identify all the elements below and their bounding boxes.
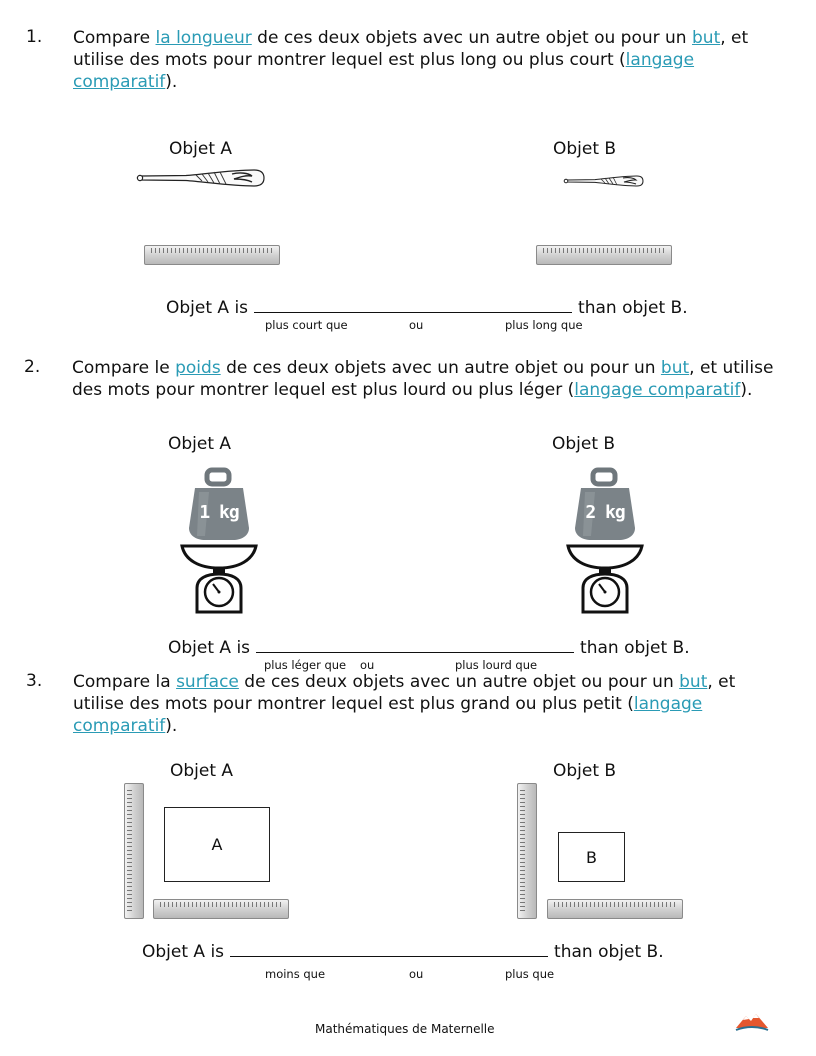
term-link-but-3[interactable]: but	[679, 672, 708, 692]
ruler-b	[536, 245, 672, 265]
weight-a-label: 1 kg	[199, 502, 239, 523]
term-link-comparatif[interactable]: comparatif	[73, 72, 166, 92]
term-link-langage-comparatif[interactable]: langage comparatif	[574, 380, 741, 400]
object-a-label: Objet A	[169, 139, 233, 159]
shape-a: A	[164, 807, 270, 882]
answer-blank-3[interactable]	[230, 940, 549, 957]
hint-or-3: ou	[409, 967, 424, 981]
term-link-langage[interactable]: langage	[625, 50, 695, 70]
hint-or-1: ou	[409, 318, 424, 332]
hint-option-3b: plus que	[505, 967, 555, 981]
object-a-label-2: Objet A	[168, 434, 232, 454]
term-link-comparatif-3[interactable]: comparatif	[73, 716, 166, 736]
question-2-text: Compare le poids de ces deux objets avec…	[72, 358, 774, 400]
question-1-text: Compare la longueur de ces deux objets a…	[73, 28, 749, 92]
baseball-bat-long-icon	[136, 169, 265, 187]
scale-with-weight-a: 1 kg	[179, 466, 259, 614]
term-link-poids[interactable]: poids	[175, 358, 221, 378]
footer-title: Mathématiques de Maternelle	[315, 1022, 495, 1036]
answer-blank-1[interactable]	[254, 296, 573, 313]
hint-option-2a: plus léger que	[264, 658, 347, 672]
object-b-label-2: Objet B	[552, 434, 616, 454]
question-3-number: 3.	[26, 671, 43, 691]
hint-or-2: ou	[360, 658, 375, 672]
hint-option-3a: moins que	[265, 967, 326, 981]
kettlebell-scale-icon-b	[566, 467, 644, 614]
term-link-longueur[interactable]: la longueur	[155, 28, 252, 48]
baseball-bat-short-icon	[563, 175, 644, 187]
answer-blank-2[interactable]	[256, 636, 575, 653]
ruler-vertical-b	[517, 783, 537, 919]
question-3-text: Compare la surface de ces deux objets av…	[73, 672, 736, 736]
ruler-vertical-a	[124, 783, 144, 919]
object-a-label-3: Objet A	[170, 761, 234, 781]
mountain-logo-icon	[735, 1014, 769, 1031]
question-2-number: 2.	[24, 357, 41, 377]
ruler-a	[144, 245, 280, 265]
weight-b-label: 2 kg	[585, 502, 625, 523]
object-b-label: Objet B	[553, 139, 617, 159]
term-link-surface[interactable]: surface	[176, 672, 239, 692]
ruler-horizontal-b	[547, 899, 683, 919]
ruler-horizontal-a	[153, 899, 289, 919]
shape-b: B	[558, 832, 625, 882]
hint-option-1b: plus long que	[505, 318, 583, 332]
term-link-but-2[interactable]: but	[660, 358, 690, 378]
term-link-but[interactable]: but	[692, 28, 721, 48]
object-b-label-3: Objet B	[553, 761, 617, 781]
term-link-langage-3[interactable]: langage	[633, 694, 703, 714]
scale-with-weight-b: 2 kg	[565, 466, 645, 614]
hint-option-2b: plus lourd que	[455, 658, 538, 672]
question-1-number: 1.	[26, 27, 43, 47]
kettlebell-scale-icon	[180, 467, 258, 614]
hint-option-1a: plus court que	[265, 318, 348, 332]
